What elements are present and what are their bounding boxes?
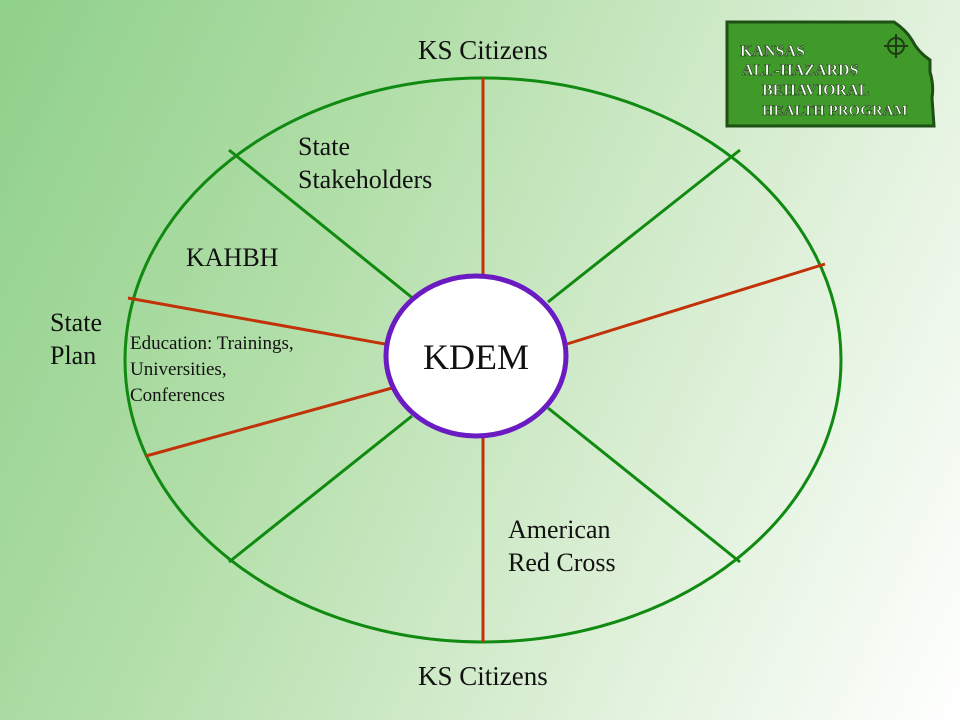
logo-line-3: BEHAVIORAL	[762, 82, 869, 99]
label-education: Education: Trainings, Universities, Conf…	[130, 331, 294, 410]
label-red-cross-line-1: American	[508, 515, 611, 544]
label-state-plan: State Plan	[50, 307, 102, 372]
label-ks-citizens-bottom: KS Citizens	[418, 661, 548, 691]
logo-line-2: ALL-HAZARDS	[742, 62, 859, 79]
label-red-cross: American Red Cross	[508, 514, 616, 579]
spoke-lower-right	[547, 406, 741, 564]
hub-circle	[383, 273, 569, 439]
spoke-right	[566, 262, 826, 346]
spoke-left-lower	[145, 386, 393, 458]
spoke-left-upper	[127, 296, 386, 346]
spoke-upper-left	[228, 148, 416, 302]
label-education-line-3: Conferences	[130, 385, 225, 407]
kansas-logo: KANSAS ALL-HAZARDS BEHAVIORAL HEALTH PRO…	[725, 20, 936, 128]
label-red-cross-line-2: Red Cross	[508, 547, 616, 577]
label-education-line-1: Education: Trainings,	[130, 333, 294, 354]
label-state-plan-line-2: Plan	[50, 340, 97, 370]
spoke-upper-right	[547, 148, 741, 304]
logo-line-4: HEALTH PROGRAM	[762, 103, 908, 119]
label-state-plan-line-1: State	[50, 308, 102, 337]
label-state-stakeholders-line-2: Stakeholders	[298, 164, 433, 194]
label-state-stakeholders-line-1: State	[298, 132, 350, 161]
label-education-line-2: Universities,	[130, 359, 227, 381]
spoke-lower-left	[228, 414, 413, 564]
logo-line-1: KANSAS	[740, 43, 805, 60]
label-state-stakeholders: State Stakeholders	[298, 131, 432, 196]
kansas-shape-icon	[725, 20, 936, 128]
hub-label: KDEM	[423, 337, 529, 377]
label-kahbh: KAHBH	[186, 243, 279, 272]
label-ks-citizens-top: KS Citizens	[418, 35, 548, 65]
